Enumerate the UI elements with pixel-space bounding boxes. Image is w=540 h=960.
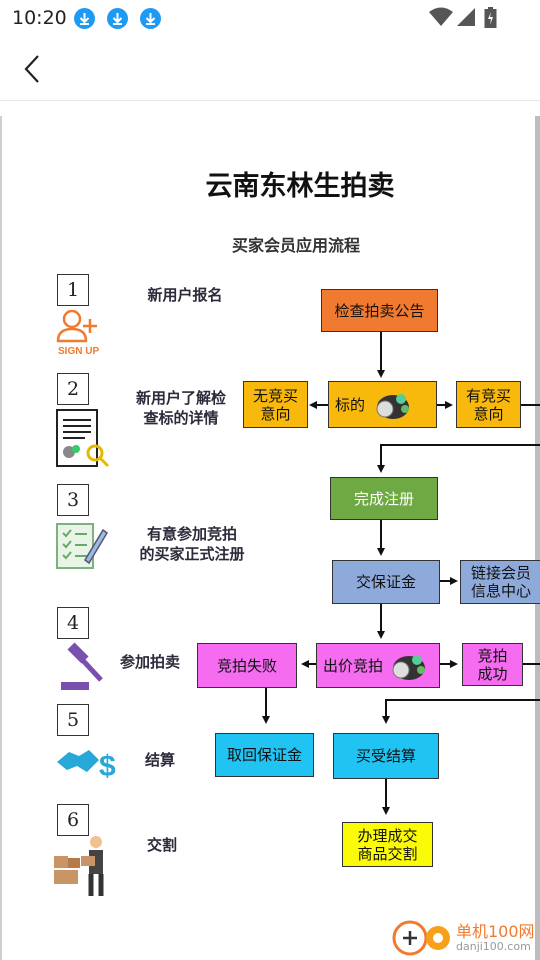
step-label: 结算 xyxy=(144,751,175,769)
step-number: 3 xyxy=(57,484,89,516)
signal-icon xyxy=(457,8,475,26)
step-number: 2 xyxy=(57,373,89,405)
flow-refund-deposit: 取回保证金 xyxy=(215,733,314,777)
wifi-icon xyxy=(429,7,453,26)
battery-icon xyxy=(484,7,497,28)
step-label: 新用户了解检 查标的详情 xyxy=(135,389,226,427)
step-number: 6 xyxy=(57,804,89,836)
step-number: 4 xyxy=(57,607,89,639)
flow-complete-register: 完成注册 xyxy=(330,477,438,520)
gem-stones-icon xyxy=(376,393,410,419)
delivery-person-icon xyxy=(54,836,104,896)
step-label: 新用户报名 xyxy=(147,286,223,304)
watermark-url: danji100.com xyxy=(456,940,531,953)
flow-bid-fail: 竞拍失败 xyxy=(197,643,297,688)
flow-target: 标的 xyxy=(328,381,437,428)
status-bar: 10:20 xyxy=(0,0,540,36)
flow-bid-success: 竞拍 成功 xyxy=(462,643,523,686)
form-pen-icon xyxy=(56,523,108,569)
step-label: 交割 xyxy=(146,836,177,854)
flow-has-intent: 有竞买 意向 xyxy=(456,381,521,428)
page-subtitle: 买家会员应用流程 xyxy=(231,236,360,255)
document-search-icon xyxy=(56,409,110,468)
download-icon xyxy=(107,8,128,29)
step-label: 参加拍卖 xyxy=(119,653,180,671)
download-icon xyxy=(74,8,95,29)
step-number: 5 xyxy=(57,704,89,736)
sign-up-text: SIGN UP xyxy=(58,346,99,357)
flow-target-label: 标的 xyxy=(335,395,366,414)
handshake-dollar-icon: $ xyxy=(57,750,116,782)
scrollbar[interactable] xyxy=(535,116,540,960)
step-label: 有意参加竞拍 的买家正式注册 xyxy=(139,525,245,563)
watermark-text: 单机100网 xyxy=(456,922,535,941)
clock: 10:20 xyxy=(12,7,67,29)
flow-pay-deposit: 交保证金 xyxy=(332,560,440,604)
flow-buy-settle: 买受结算 xyxy=(333,733,439,779)
flow-bid: 出价竞拍 xyxy=(316,643,440,688)
svg-text:$: $ xyxy=(99,750,116,782)
sign-up-icon: SIGN UP xyxy=(56,309,99,357)
back-button[interactable] xyxy=(18,52,48,86)
flow-handover: 办理成交 商品交割 xyxy=(342,822,433,867)
step-number: 1 xyxy=(57,274,89,306)
flow-bid-label: 出价竞拍 xyxy=(323,656,384,675)
page-title: 云南东林生拍卖 xyxy=(205,171,395,202)
download-icon xyxy=(140,8,161,29)
flow-no-intent: 无竞买 意向 xyxy=(243,381,308,428)
flow-check-notice: 检查拍卖公告 xyxy=(321,289,438,332)
chevron-left-icon xyxy=(24,55,39,83)
flow-member-link: 链接会员 信息中心 xyxy=(460,560,540,604)
watermark-logo xyxy=(392,920,450,956)
auction-gavel-icon xyxy=(61,642,103,690)
gem-stones-icon xyxy=(392,654,426,680)
app-bar xyxy=(0,36,540,101)
page-edge xyxy=(0,116,2,960)
